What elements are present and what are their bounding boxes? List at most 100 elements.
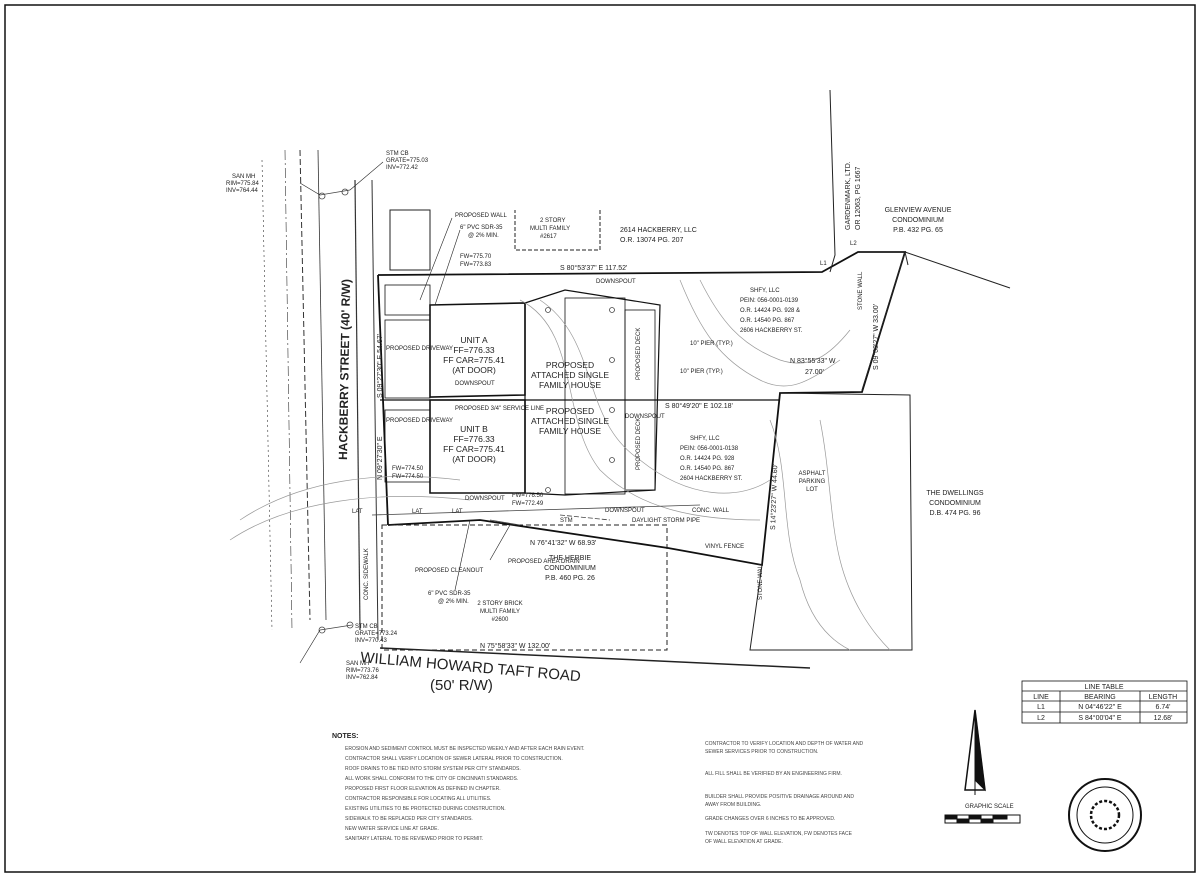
area-drain-label: PROPOSED AREA DRAIN bbox=[508, 559, 580, 565]
service-line-label: PROPOSED 3/4" SERVICE LINE bbox=[455, 406, 544, 412]
svg-text:FAMILY HOUSE: FAMILY HOUSE bbox=[539, 380, 601, 390]
stm-cb-top-label: STM CB GRATE=775.03 INV=772.42 bbox=[386, 151, 429, 171]
downspout-label-4: DOWNSPOUT bbox=[455, 381, 495, 387]
proposed-wall-label: PROPOSED WALL bbox=[455, 213, 507, 219]
svg-text:(AT DOOR): (AT DOOR) bbox=[452, 365, 496, 375]
house-label-upper: PROPOSED ATTACHED SINGLE FAMILY HOUSE bbox=[531, 360, 609, 390]
bearing-west1: S 09°27'30" E 54.67' bbox=[376, 334, 384, 398]
lat-label-2: LAT bbox=[412, 509, 423, 515]
svg-text:#2600: #2600 bbox=[492, 617, 509, 623]
svg-text:EXISTING UTILITIES TO BE PROTE: EXISTING UTILITIES TO BE PROTECTED DURIN… bbox=[345, 806, 506, 812]
svg-text:ALL WORK SHALL CONFORM TO THE: ALL WORK SHALL CONFORM TO THE CITY OF CI… bbox=[345, 776, 518, 782]
svg-text:PROPOSED: PROPOSED bbox=[546, 406, 594, 416]
svg-text:FW=776.50: FW=776.50 bbox=[512, 493, 544, 499]
l2-label: L2 bbox=[850, 241, 857, 247]
svg-text:SAN MH: SAN MH bbox=[232, 174, 255, 180]
svg-text:MULTI FAMILY: MULTI FAMILY bbox=[530, 226, 570, 232]
svg-text:FF=776.33: FF=776.33 bbox=[453, 345, 495, 355]
svg-text:2606 HACKBERRY ST.: 2606 HACKBERRY ST. bbox=[740, 328, 803, 334]
east-a-owner-label: SHFY, LLC PEIN: 056-0001-0139 O.R. 14424… bbox=[740, 288, 803, 334]
svg-text:PARKING: PARKING bbox=[799, 479, 826, 485]
stone-wall-label-2: STONE WALL bbox=[758, 561, 764, 600]
line-table-cell: N 04°46'22" E bbox=[1078, 703, 1122, 711]
svg-text:PROPOSED FIRST FLOOR ELEVATION: PROPOSED FIRST FLOOR ELEVATION AS DEFINE… bbox=[345, 786, 501, 792]
north-building-label: 2 STORY MULTI FAMILY #2617 bbox=[530, 218, 570, 240]
svg-text:STM CB: STM CB bbox=[355, 624, 378, 630]
svg-text:CONDOMINIUM: CONDOMINIUM bbox=[892, 217, 944, 224]
bearing-east2: S 09°03'27" W 33.00' bbox=[872, 304, 880, 370]
svg-text:ASPHALT: ASPHALT bbox=[799, 471, 826, 477]
bearing-north: S 80°53'37" E 117.52' bbox=[560, 264, 627, 272]
svg-text:SAN MH: SAN MH bbox=[346, 661, 369, 667]
bearing-west2: N 09°27'30" E bbox=[376, 436, 384, 480]
svg-text:GRATE=775.03: GRATE=775.03 bbox=[386, 158, 429, 164]
svg-text:ROOF DRAINS TO BE TIED INTO ST: ROOF DRAINS TO BE TIED INTO STORM SYSTEM… bbox=[345, 766, 521, 772]
svg-text:MULTI FAMILY: MULTI FAMILY bbox=[480, 609, 520, 615]
downspout-label-3: DOWNSPOUT bbox=[605, 508, 645, 514]
bearing-south2: N 75°58'33" W 132.00' bbox=[480, 642, 550, 650]
cleanout-label: PROPOSED CLEANOUT bbox=[415, 568, 484, 574]
downspout-label-2: DOWNSPOUT bbox=[625, 414, 665, 420]
asphalt-lot-label: ASPHALT PARKING LOT bbox=[799, 471, 826, 493]
svg-text:INV=764.44: INV=764.44 bbox=[226, 188, 259, 194]
svg-text:UNIT B: UNIT B bbox=[460, 424, 488, 434]
svg-text:EROSION AND SEDIMENT CONTROL M: EROSION AND SEDIMENT CONTROL MUST BE INS… bbox=[345, 746, 585, 752]
svg-text:GARDENMARK, LTD.: GARDENMARK, LTD. bbox=[845, 161, 852, 230]
elevation-bottom-labels: FW=776.50 FW=772.49 bbox=[512, 493, 544, 507]
pvc-top-label: 6" PVC SDR-35 bbox=[460, 225, 503, 231]
svg-text:GRADE CHANGES OVER 6 INCHES TO: GRADE CHANGES OVER 6 INCHES TO BE APPROV… bbox=[705, 816, 835, 822]
pvc-bottom-min-label: @ 2% MIN. bbox=[438, 599, 469, 605]
svg-text:CONDOMINIUM: CONDOMINIUM bbox=[544, 565, 596, 572]
conc-wall-label: CONC. WALL bbox=[692, 508, 730, 514]
svg-text:CONTRACTOR SHALL VERIFY LOCATI: CONTRACTOR SHALL VERIFY LOCATION OF SEWE… bbox=[345, 756, 563, 762]
gardenmark-owner-label: GARDENMARK, LTD. OR 12063, PG 1667 bbox=[845, 161, 862, 230]
svg-text:INV=762.84: INV=762.84 bbox=[346, 675, 379, 681]
svg-text:FW=774.50: FW=774.50 bbox=[392, 466, 424, 472]
svg-text:FW=775.70: FW=775.70 bbox=[460, 254, 492, 260]
svg-text:D.B. 474 PG. 96: D.B. 474 PG. 96 bbox=[930, 510, 981, 517]
bearing-east1: N 83°55'33" W bbox=[790, 357, 836, 365]
svg-text:THE DWELLINGS: THE DWELLINGS bbox=[926, 490, 984, 497]
svg-text:UNIT A: UNIT A bbox=[460, 335, 488, 345]
lat-label-3: LAT bbox=[452, 509, 463, 515]
svg-text:SHFY, LLC: SHFY, LLC bbox=[750, 288, 780, 294]
proposed-deck-label-1: PROPOSED DECK bbox=[636, 328, 642, 380]
line-table-header-bearing: BEARING bbox=[1084, 694, 1116, 701]
svg-text:O.R. 13074 PG. 207: O.R. 13074 PG. 207 bbox=[620, 237, 684, 244]
svg-text:O.R. 14424 PG. 928 &: O.R. 14424 PG. 928 & bbox=[740, 308, 800, 314]
north-arrow-icon bbox=[964, 709, 986, 795]
svg-text:FAMILY HOUSE: FAMILY HOUSE bbox=[539, 426, 601, 436]
pier-label: 10" PIER (TYP.) bbox=[690, 341, 733, 347]
svg-text:ATTACHED SINGLE: ATTACHED SINGLE bbox=[531, 370, 609, 380]
svg-text:2604 HACKBERRY ST.: 2604 HACKBERRY ST. bbox=[680, 476, 743, 482]
svg-text:2 STORY: 2 STORY bbox=[540, 218, 565, 224]
vinyl-fence-label: VINYL FENCE bbox=[705, 544, 744, 550]
svg-text:OR 12063, PG 1667: OR 12063, PG 1667 bbox=[855, 166, 862, 230]
road-rw-label: (50' R/W) bbox=[430, 677, 493, 694]
east-b-owner-label: SHFY, LLC PEIN: 056-0001-0138 O.R. 14424… bbox=[680, 436, 743, 482]
svg-text:NEW WATER SERVICE LINE AT GRAD: NEW WATER SERVICE LINE AT GRADE. bbox=[345, 826, 439, 832]
san-mh-bottom-label: SAN MH RIM=773.76 INV=762.84 bbox=[346, 661, 380, 681]
svg-text:GRATE=773.24: GRATE=773.24 bbox=[355, 631, 398, 637]
pvc-bottom-label: 6" PVC SDR-35 bbox=[428, 591, 471, 597]
svg-text:CONTRACTOR TO VERIFY LOCATION: CONTRACTOR TO VERIFY LOCATION AND DEPTH … bbox=[705, 741, 864, 747]
svg-text:CONDOMINIUM: CONDOMINIUM bbox=[929, 500, 981, 507]
svg-text:SIDEWALK TO BE REPLACED PER CI: SIDEWALK TO BE REPLACED PER CITY STANDAR… bbox=[345, 816, 473, 822]
notes-left: EROSION AND SEDIMENT CONTROL MUST BE INS… bbox=[345, 746, 585, 842]
graphic-scale-icon bbox=[944, 814, 1021, 824]
street-name-label: HACKBERRY STREET (40' R/W) bbox=[336, 279, 353, 460]
svg-text:FF CAR=775.41: FF CAR=775.41 bbox=[443, 444, 505, 454]
svg-text:FW=774.50: FW=774.50 bbox=[392, 474, 424, 480]
north-owner-label: 2614 HACKBERRY, LLC O.R. 13074 PG. 207 bbox=[620, 227, 697, 244]
svg-text:FF=776.33: FF=776.33 bbox=[453, 434, 495, 444]
line-table-header-length: LENGTH bbox=[1149, 694, 1177, 701]
svg-text:ATTACHED SINGLE: ATTACHED SINGLE bbox=[531, 416, 609, 426]
svg-text:O.R. 14540 PG. 867: O.R. 14540 PG. 867 bbox=[680, 466, 735, 472]
unit-a-labels: UNIT A FF=776.33 FF CAR=775.41 (AT DOOR) bbox=[443, 335, 505, 375]
svg-text:FW=773.83: FW=773.83 bbox=[460, 262, 492, 268]
line-table-cell: 6.74' bbox=[1156, 704, 1171, 711]
svg-text:AWAY FROM BUILDING.: AWAY FROM BUILDING. bbox=[705, 802, 761, 808]
bearing-middle: S 80°49'20" E 102.18' bbox=[665, 402, 733, 410]
south-owner-label: THE HERBIE CONDOMINIUM P.B. 460 PG. 26 bbox=[544, 555, 596, 582]
